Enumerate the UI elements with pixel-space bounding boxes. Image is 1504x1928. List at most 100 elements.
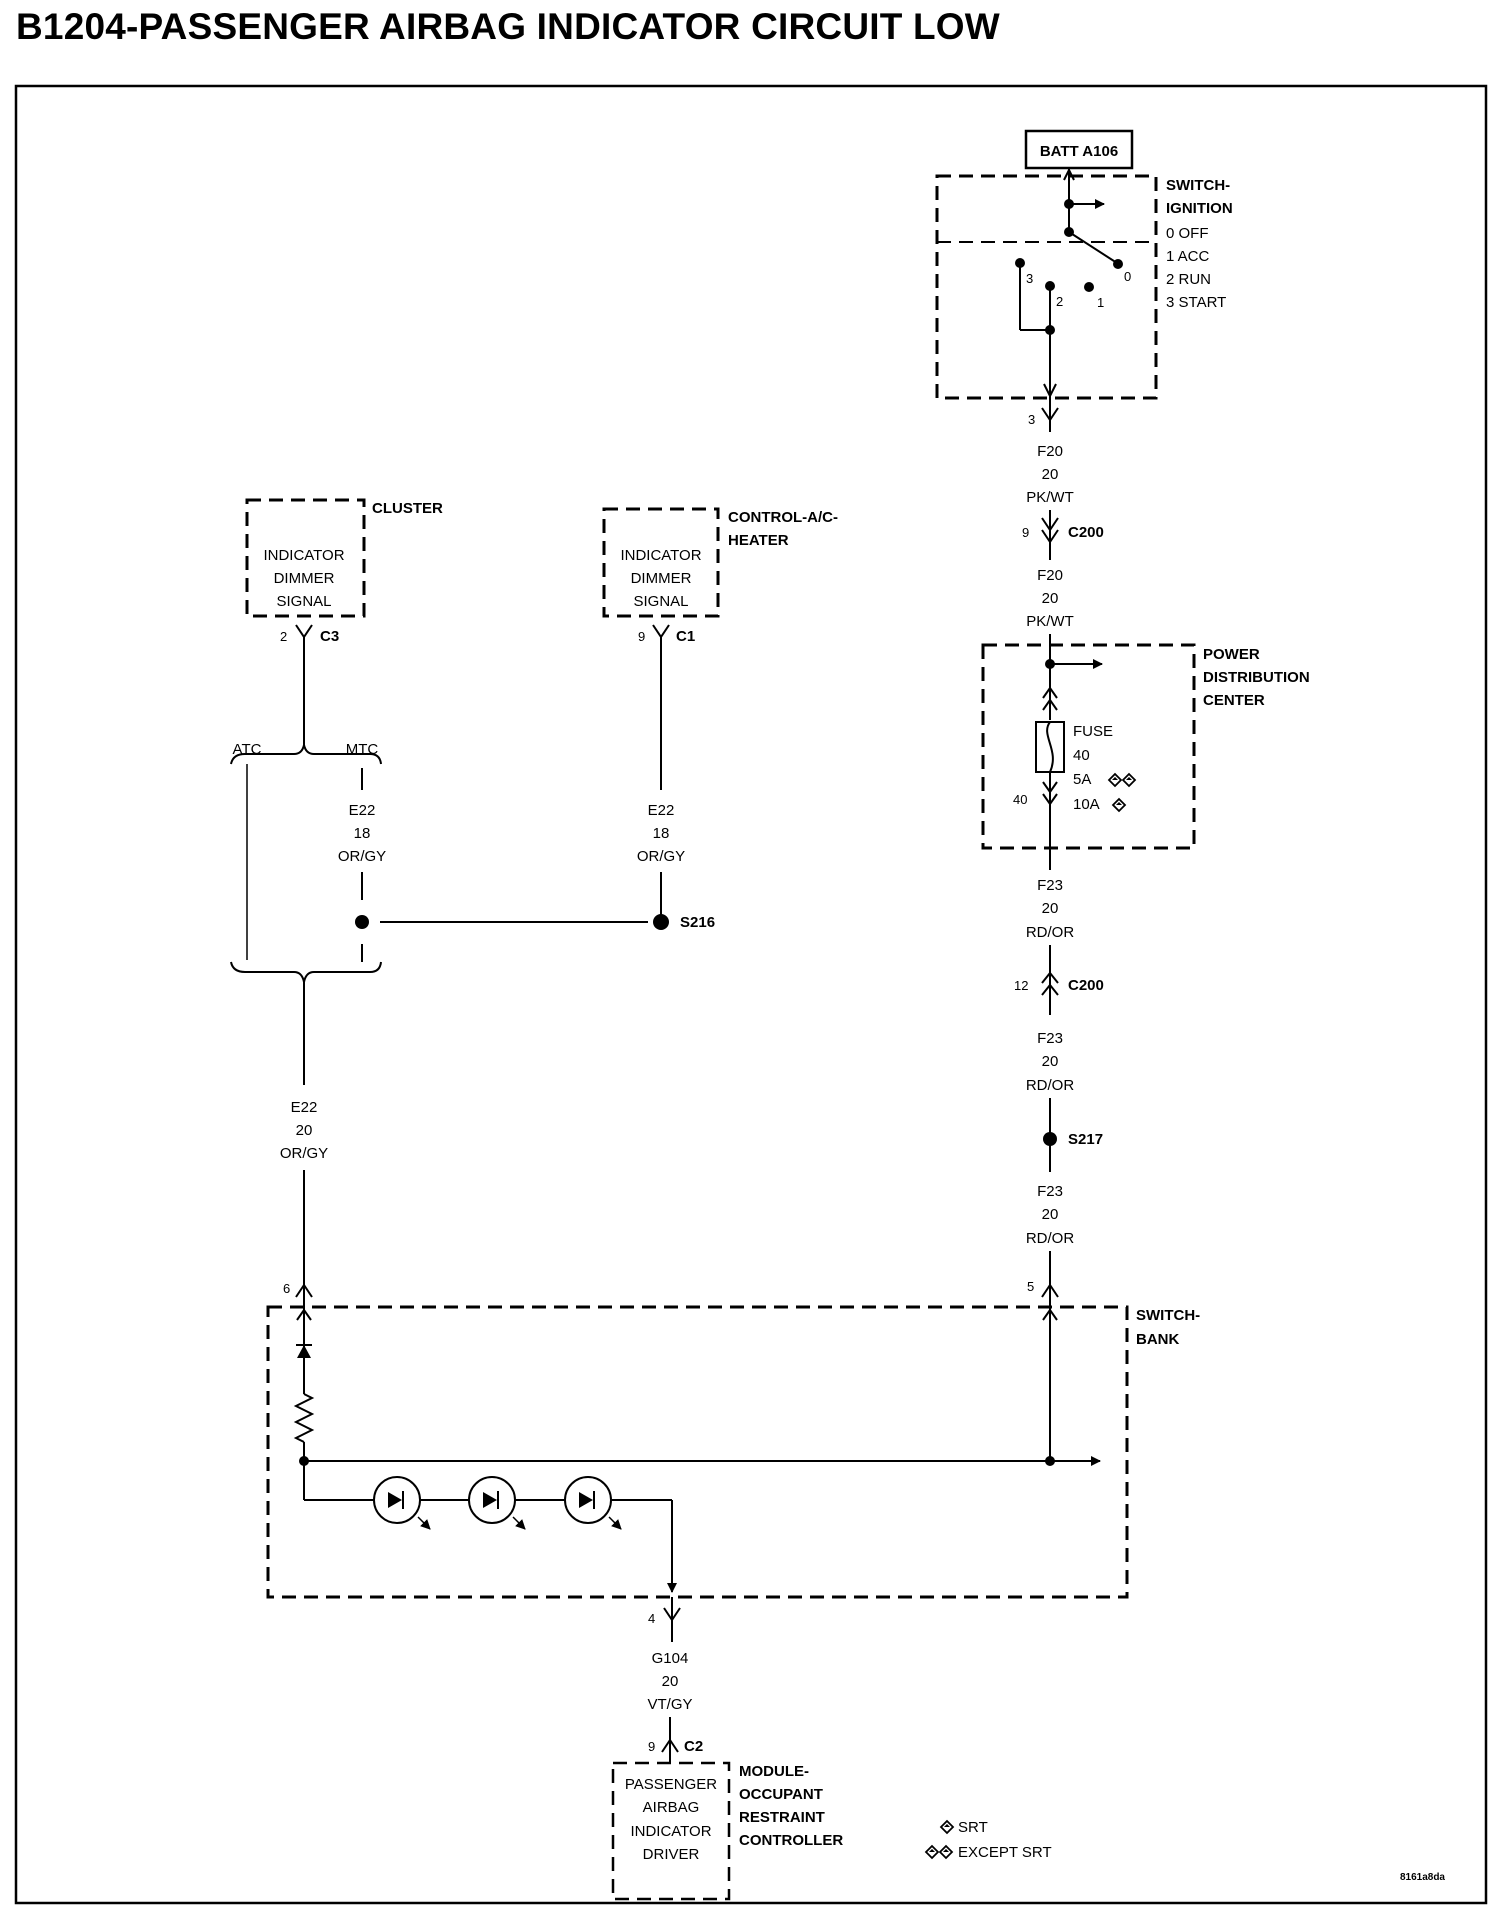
wire-e22-color-1: OR/GY	[338, 848, 386, 865]
legend: SRT EXCEPT SRT	[924, 1819, 1052, 1861]
cluster-internal-1: INDICATOR	[263, 547, 344, 564]
module-label-3: RESTRAINT	[739, 1809, 825, 1826]
module-internal-2: AIRBAG	[643, 1799, 700, 1816]
control-ac-heater-box	[602, 507, 720, 618]
legend-srt-diamond-icon	[939, 1819, 955, 1835]
pdc-internal: FUSE 40 5A 10A 40	[1013, 634, 1137, 848]
figure-code: 8161a8da	[1400, 1872, 1445, 1883]
control-pin-9: 9	[638, 629, 645, 644]
wire-f20-color-1: PK/WT	[1026, 489, 1074, 506]
switchbank-connector-pin4	[663, 1607, 681, 1622]
c200-label-2: C200	[1068, 977, 1104, 994]
legend-except-srt: EXCEPT SRT	[958, 1844, 1052, 1861]
cluster-internal-3: SIGNAL	[276, 593, 331, 610]
c200-pin-12: 12	[1014, 978, 1028, 993]
wire-f20-gauge-2: 20	[1042, 590, 1059, 607]
splice-s217-dot	[1043, 1132, 1057, 1146]
switch-bank-box	[266, 1305, 1129, 1599]
pdc-label-2: DISTRIBUTION	[1203, 669, 1310, 686]
switchbank-pin-6: 6	[283, 1281, 290, 1296]
wire-f20-gauge-1: 20	[1042, 466, 1059, 483]
ign-contact-2: 2	[1056, 294, 1063, 309]
control-label-1: CONTROL-A/C-	[728, 509, 838, 526]
ignition-switch-contacts: 3 2 1 0	[1015, 167, 1131, 399]
wire-f23-gauge-1: 20	[1042, 900, 1059, 917]
control-conn-c1: C1	[676, 628, 695, 645]
ignition-pos-2: 2 RUN	[1166, 271, 1211, 288]
module-label-4: CONTROLLER	[739, 1832, 843, 1849]
ign-contact-0: 0	[1124, 269, 1131, 284]
led-icon-1	[373, 1476, 431, 1530]
ignition-pos-3: 3 START	[1166, 294, 1226, 311]
c200-pin-9: 9	[1022, 525, 1029, 540]
power-distribution-center-box	[981, 643, 1196, 850]
cluster-pin-2: 2	[280, 629, 287, 644]
control-internal-3: SIGNAL	[633, 593, 688, 610]
pdc-label-3: CENTER	[1203, 692, 1265, 709]
option-mtc-label: MTC	[346, 741, 379, 758]
srt-diamond-icon	[1111, 797, 1127, 813]
wire-g104-code: G104	[652, 1650, 689, 1667]
ignition-pos-0: 0 OFF	[1166, 225, 1209, 242]
switchbank-connector-pin6	[295, 1283, 313, 1298]
atc-mtc-bottom-brace	[230, 961, 382, 983]
module-connector-c2	[661, 1738, 679, 1753]
pdc-label-1: POWER	[1203, 646, 1260, 663]
wire-e22-code-1: E22	[349, 802, 376, 819]
wire-e22-gauge-3: 20	[296, 1122, 313, 1139]
ignition-pos-1: 1 ACC	[1166, 248, 1210, 265]
wire-f23-color-1: RD/OR	[1026, 924, 1075, 941]
module-label-2: OCCUPANT	[739, 1786, 823, 1803]
wire-e22-color-2: OR/GY	[637, 848, 685, 865]
module-conn-c2: C2	[684, 1738, 703, 1755]
fuse-amp-10a: 10A	[1073, 796, 1100, 813]
switchbank-connector-pin5	[1041, 1283, 1059, 1298]
atc-mtc-top-brace	[230, 744, 382, 765]
wire-f23-gauge-3: 20	[1042, 1206, 1059, 1223]
batt-a106-box: BATT A106	[1024, 129, 1134, 170]
mtc-junction-dot	[355, 915, 369, 929]
page-title: B1204-PASSENGER AIRBAG INDICATOR CIRCUIT…	[16, 6, 1000, 47]
ignition-label-2: IGNITION	[1166, 200, 1233, 217]
switchbank-internal	[293, 1308, 1101, 1593]
ign-pin-3: 3	[1028, 412, 1035, 427]
led-icon-2	[468, 1476, 526, 1530]
wire-f23-color-3: RD/OR	[1026, 1230, 1075, 1247]
splice-s216-label: S216	[680, 914, 715, 931]
led-icon-3	[564, 1476, 622, 1530]
wire-f23-gauge-2: 20	[1042, 1053, 1059, 1070]
wire-g104-color: VT/GY	[647, 1696, 692, 1713]
cluster-connector-c3	[295, 624, 313, 639]
wire-e22-gauge-2: 18	[653, 825, 670, 842]
wire-f23-code-2: F23	[1037, 1030, 1063, 1047]
wire-e22-gauge-1: 18	[354, 825, 371, 842]
wire-f20-color-2: PK/WT	[1026, 613, 1074, 630]
legend-srt: SRT	[958, 1819, 988, 1836]
ign-connector-pin3	[1041, 407, 1059, 422]
cluster-conn-c3: C3	[320, 628, 339, 645]
cluster-internal-2: DIMMER	[274, 570, 335, 587]
ign-contact-3: 3	[1026, 271, 1033, 286]
splice-s216-dot	[653, 914, 669, 930]
wire-f23-code-3: F23	[1037, 1183, 1063, 1200]
switchbank-pin-4: 4	[648, 1611, 655, 1626]
ign-contact-1: 1	[1097, 295, 1104, 310]
module-internal-4: DRIVER	[643, 1846, 700, 1863]
option-atc-label: ATC	[233, 741, 262, 758]
wire-e22-code-2: E22	[648, 802, 675, 819]
module-internal-1: PASSENGER	[625, 1776, 717, 1793]
pdc-pin-40: 40	[1013, 792, 1027, 807]
module-internal-3: INDICATOR	[630, 1823, 711, 1840]
wire-e22-color-3: OR/GY	[280, 1145, 328, 1162]
wire-f20-code-2: F20	[1037, 567, 1063, 584]
fuse-amp-5a: 5A	[1073, 771, 1091, 788]
batt-label: BATT A106	[1040, 143, 1118, 160]
c200-connector-2	[1041, 971, 1059, 996]
ignition-switch-box	[935, 174, 1158, 400]
module-box	[611, 1761, 731, 1901]
control-internal-1: INDICATOR	[620, 547, 701, 564]
switchbank-label-1: SWITCH-	[1136, 1307, 1200, 1324]
cluster-label: CLUSTER	[372, 500, 443, 517]
wire-f23-code-1: F23	[1037, 877, 1063, 894]
